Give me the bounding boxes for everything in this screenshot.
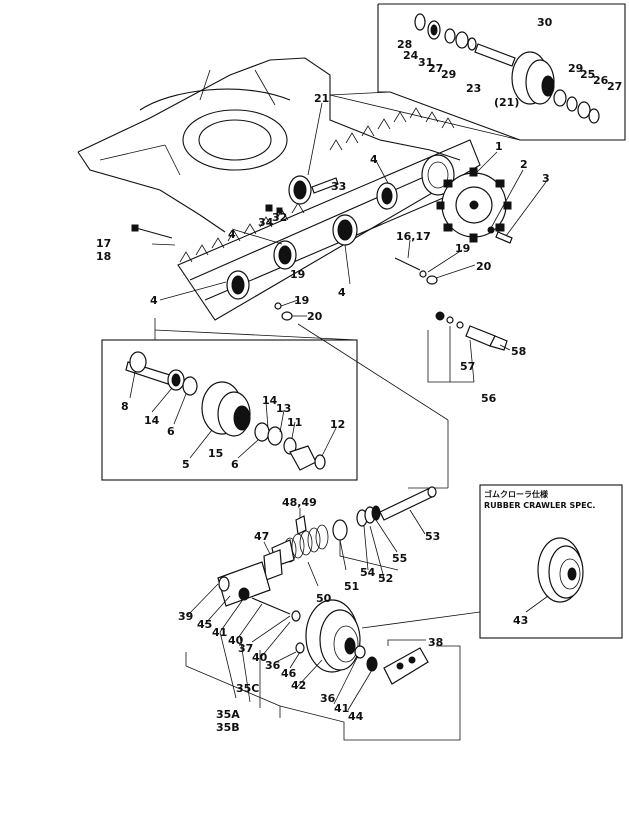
- callout: 40: [228, 634, 244, 647]
- callout: 36: [320, 692, 336, 705]
- callout: 20: [307, 310, 323, 323]
- callout: 50: [316, 592, 332, 605]
- callout: 25: [580, 68, 595, 81]
- callout: 14: [262, 394, 278, 407]
- callout: 39: [178, 610, 193, 623]
- callout: 42: [291, 679, 306, 692]
- callout: 3: [542, 172, 550, 185]
- callout: 44: [348, 710, 364, 723]
- callout: 46: [281, 667, 297, 680]
- callout: 26: [593, 74, 609, 87]
- callout: 45: [197, 618, 212, 631]
- callout: 31: [418, 56, 433, 69]
- idler-assembly: [185, 486, 461, 741]
- callout: 19: [294, 294, 309, 307]
- callout: 19: [290, 268, 305, 281]
- rubber-crawler-spec-box: [361, 484, 623, 639]
- track-frame: [177, 107, 481, 321]
- callout-labels: 30 28 24 31 27 29 23 (21) 29 25 26 27 21…: [96, 16, 622, 734]
- leader-lines: [151, 102, 547, 489]
- callout: 48,49: [282, 496, 317, 509]
- callout: 35C: [236, 682, 259, 695]
- callout: 36: [265, 659, 281, 672]
- callout: 41: [334, 702, 349, 715]
- callout: 13: [276, 402, 291, 415]
- callout: 27: [607, 80, 622, 93]
- spec-title-en: RUBBER CRAWLER SPEC.: [484, 501, 595, 510]
- callout: 4: [150, 294, 158, 307]
- callout: 19: [455, 242, 470, 255]
- callout: 12: [330, 418, 345, 431]
- callout: 51: [344, 580, 359, 593]
- spec-title-jp: ゴムクローラ仕様: [484, 489, 549, 499]
- callout: 53: [425, 530, 440, 543]
- callout: 15: [208, 447, 223, 460]
- callout: 14: [144, 414, 160, 427]
- callout: 21: [314, 92, 329, 105]
- callout: 16,17: [396, 230, 431, 243]
- callout: 4: [228, 228, 236, 241]
- callout: 38: [428, 636, 443, 649]
- callout: (21): [494, 96, 519, 109]
- roller-detail-box: [101, 318, 358, 481]
- callout: 11: [287, 416, 302, 429]
- callout: 57: [460, 360, 475, 373]
- callout: 54: [360, 566, 376, 579]
- callout: 37: [238, 642, 253, 655]
- machine-frame: [77, 57, 461, 233]
- top-right-detail-box: [329, 3, 626, 141]
- detail-box-parts: [414, 13, 600, 124]
- callout: 30: [537, 16, 553, 29]
- callout: 1: [495, 140, 503, 153]
- callout: 40: [252, 651, 268, 664]
- callout: 6: [167, 425, 175, 438]
- callout: 33: [331, 180, 346, 193]
- callout: 2: [520, 158, 528, 171]
- callout: 17: [96, 237, 111, 250]
- callout: 4: [338, 286, 346, 299]
- callout: 52: [378, 572, 393, 585]
- callout: 8: [121, 400, 129, 413]
- callout: 41: [212, 626, 227, 639]
- callout: 29: [441, 68, 456, 81]
- callout: 28: [397, 38, 412, 51]
- track-rollers: [226, 175, 398, 300]
- callout: 55: [392, 552, 407, 565]
- callout: 29: [568, 62, 583, 75]
- callout: 27: [428, 62, 443, 75]
- callout: 4: [370, 153, 378, 166]
- callout: 35B: [216, 721, 240, 734]
- callout: 35A: [216, 708, 240, 721]
- callout: 24: [403, 49, 419, 62]
- callout: 6: [231, 458, 239, 471]
- callout: 32: [272, 211, 287, 224]
- callout: 20: [476, 260, 492, 273]
- callout: 23: [466, 82, 481, 95]
- callout: 43: [513, 614, 528, 627]
- callout: 58: [511, 345, 526, 358]
- callout: 5: [182, 458, 190, 471]
- callout: 18: [96, 250, 111, 263]
- callout: 34: [258, 216, 274, 229]
- callout: 47: [254, 530, 269, 543]
- callout: 56: [481, 392, 497, 405]
- sprocket: [436, 167, 512, 243]
